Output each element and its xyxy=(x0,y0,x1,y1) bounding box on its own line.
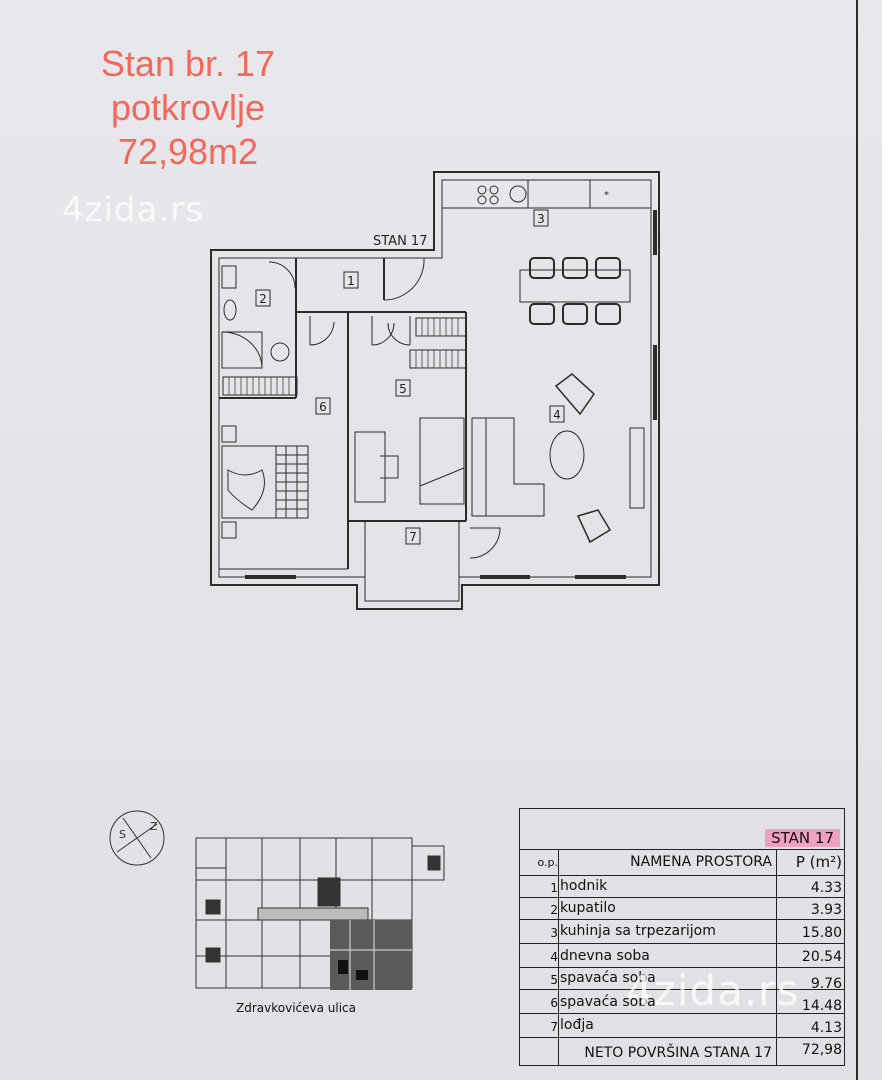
table-row: 6 spavaća soba 14.48 xyxy=(520,989,844,1014)
room-number-7: 7 xyxy=(409,530,417,544)
outer-wall xyxy=(210,171,660,610)
header-name: NAMENA PROSTORA xyxy=(630,854,772,870)
radiators xyxy=(222,317,467,396)
street-label: Zdravkovićeva ulica xyxy=(236,1001,356,1015)
row-area: 14.48 xyxy=(801,998,842,1014)
door-swing xyxy=(309,316,335,346)
row-name: kupatilo xyxy=(560,900,616,916)
total-label: NETO POVRŠINA STANA 17 xyxy=(584,1045,772,1061)
row-op: 3 xyxy=(550,926,558,940)
floor-plan: * xyxy=(210,171,660,610)
table-row: 2 kupatilo 3.93 xyxy=(520,897,844,920)
row-area: 15.80 xyxy=(801,925,842,941)
table-row: 4 dnevna soba 20.54 xyxy=(520,943,844,968)
dining-chairs xyxy=(529,257,621,325)
single-bed xyxy=(419,417,465,505)
washbasin xyxy=(221,265,237,289)
apartment-floor: potkrovlje xyxy=(110,87,266,128)
table-header-row: o.p. NAMENA PROSTORA P (m²) xyxy=(520,849,844,876)
shower xyxy=(221,331,263,369)
room-number-box xyxy=(533,209,549,227)
highlighted-unit xyxy=(330,920,412,990)
row-area: 4.33 xyxy=(810,880,842,896)
row-op: 2 xyxy=(550,903,558,917)
room-number-box xyxy=(255,289,271,307)
header-op: o.p. xyxy=(537,856,558,869)
room-number-4: 4 xyxy=(553,408,561,422)
armchair xyxy=(554,373,595,416)
room-number-5: 5 xyxy=(399,382,407,396)
row-op: 4 xyxy=(550,950,558,964)
sofa xyxy=(471,417,545,517)
row-name: spavaća soba xyxy=(560,970,656,986)
compass-letter-s: S xyxy=(119,828,126,841)
sheet-border-line xyxy=(856,0,858,1080)
door-swing xyxy=(371,316,395,346)
dining-table xyxy=(519,269,631,303)
room-number-box xyxy=(343,271,359,289)
total-value: 72,98 xyxy=(801,1042,842,1058)
door-swing xyxy=(387,316,411,346)
tv-unit xyxy=(629,427,645,509)
column-divider xyxy=(776,849,777,1065)
room-number-box xyxy=(549,405,565,423)
kitchen-counter xyxy=(441,179,652,209)
header-area: P (m²) xyxy=(795,853,842,871)
column-divider xyxy=(558,849,559,1065)
compass-letter-z: Z xyxy=(150,820,158,833)
armchair xyxy=(576,509,612,544)
toilet xyxy=(223,299,237,321)
washing-machine xyxy=(270,342,290,362)
apartment-area: 72,98m2 xyxy=(117,131,259,172)
door-swing xyxy=(268,261,296,289)
row-name: dnevna soba xyxy=(560,948,650,964)
row-name: kuhinja sa trpezarijom xyxy=(560,923,716,939)
row-op: 5 xyxy=(550,973,558,987)
table-row: 5 spavaća soba 9.76 xyxy=(520,967,844,992)
chair xyxy=(380,455,399,479)
row-area: 9.76 xyxy=(810,976,842,992)
coffee-table xyxy=(549,430,585,480)
area-table: STAN 17 o.p. NAMENA PROSTORA P (m²) 1 ho… xyxy=(519,808,845,1066)
room-number-box xyxy=(315,397,331,415)
table-row: 1 hodnik 4.33 xyxy=(520,875,844,898)
row-op: 7 xyxy=(550,1020,558,1034)
row-area: 20.54 xyxy=(801,949,842,965)
row-name: spavaća soba xyxy=(560,994,656,1010)
plan-unit-label: STAN 17 xyxy=(373,234,427,249)
room-number-1: 1 xyxy=(347,274,355,288)
watermark-bottom: 4zida.rs xyxy=(626,966,800,1015)
room-number-6: 6 xyxy=(319,400,327,414)
room-number-2: 2 xyxy=(259,292,267,306)
row-area: 4.13 xyxy=(810,1020,842,1036)
apartment-heading: Stan br. 17 potkrovlje 72,98m2 xyxy=(78,42,298,174)
apartment-title: Stan br. 17 xyxy=(100,43,276,84)
watermark-top: 4zida.rs xyxy=(62,190,204,230)
row-op: 6 xyxy=(550,996,558,1010)
row-name: lođja xyxy=(560,1017,594,1033)
desk xyxy=(354,431,386,503)
row-area: 3.93 xyxy=(810,902,842,918)
table-title-badge: STAN 17 xyxy=(765,829,840,847)
svg-text:*: * xyxy=(604,190,609,201)
room-number-box xyxy=(395,379,411,397)
table-row: 3 kuhinja sa trpezarijom 15.80 xyxy=(520,919,844,944)
table-row: 7 lođja 4.13 xyxy=(520,1013,844,1038)
door-swing xyxy=(383,257,425,301)
door-swing xyxy=(469,527,501,559)
room-number-3: 3 xyxy=(537,212,545,226)
room-number-box xyxy=(405,527,421,545)
row-name: hodnik xyxy=(560,878,608,894)
table-total-row: NETO POVRŠINA STANA 17 72,98 xyxy=(520,1037,844,1066)
compass: S Z xyxy=(109,810,165,866)
row-op: 1 xyxy=(550,881,558,895)
